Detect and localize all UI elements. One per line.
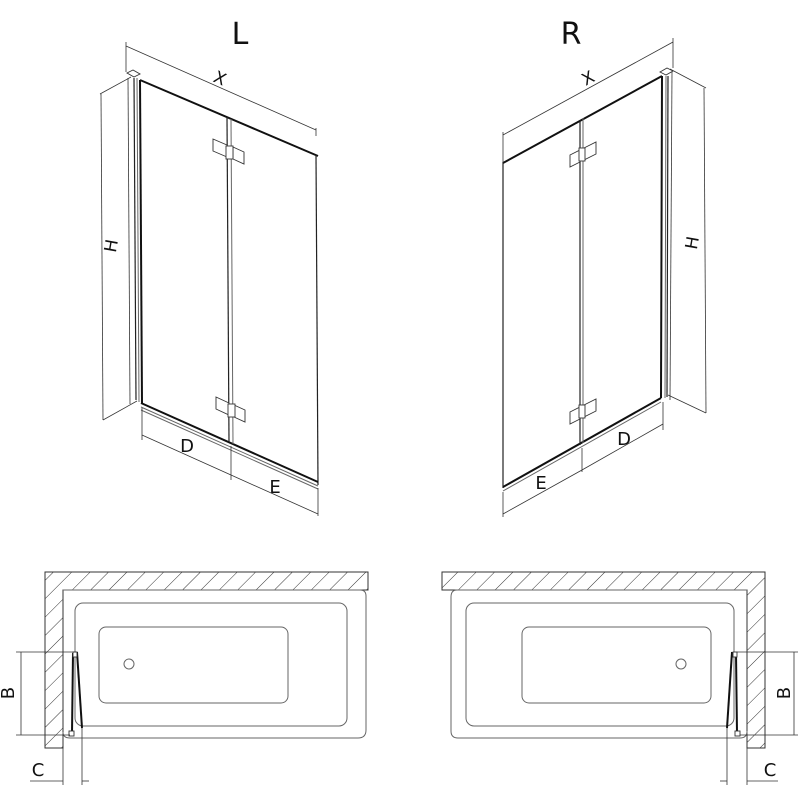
dim-label-d-right: D (617, 429, 631, 450)
dim-label-e-left: E (269, 477, 280, 498)
plan-view-left: B C (0, 571, 369, 785)
wall-hatched (441, 571, 766, 749)
dim-label-h-right: H (682, 235, 704, 251)
drain-icon (123, 658, 135, 670)
dim-label-h-left: H (101, 238, 123, 254)
plan-view-right: B C (441, 571, 798, 785)
bathtub-rim (74, 602, 348, 727)
wall-hatched (44, 571, 369, 749)
view-title-left: L (232, 17, 249, 52)
bathtub-rim (465, 602, 735, 727)
dim-label-e-right: E (535, 473, 546, 494)
isometric-view-right: R X H (502, 17, 707, 517)
isometric-view-left: L X H (99, 17, 319, 516)
hinge-icon (215, 396, 246, 423)
view-title-right: R (561, 17, 582, 52)
dim-label-c-right: C (764, 760, 777, 781)
hinge-icon (212, 138, 245, 165)
dim-label-b-right: B (774, 687, 795, 699)
drain-icon (675, 658, 687, 670)
bathtub-basin (521, 626, 712, 704)
dim-label-x-left: X (210, 67, 229, 90)
dim-label-d-left: D (180, 436, 194, 457)
dim-label-c-left: C (32, 760, 45, 781)
dim-label-x-right: X (579, 67, 599, 90)
hinge-icon (569, 141, 597, 168)
hinge-icon (569, 398, 597, 425)
dim-label-b-left: B (0, 687, 19, 699)
bathtub-basin (98, 626, 289, 704)
